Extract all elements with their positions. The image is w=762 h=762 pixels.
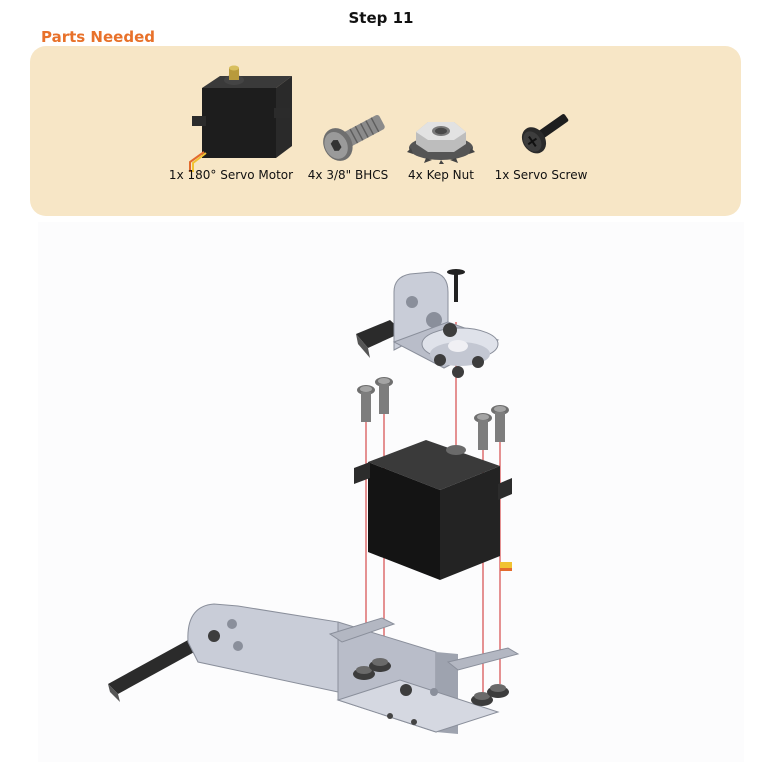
servo-motor-body-icon — [354, 440, 512, 580]
parts-needed-panel: 1x 180° Servo Motor 4x 3/8" BHCS — [30, 46, 741, 216]
servo-screw-top-icon — [447, 269, 465, 302]
part-servo-motor-label: 1x 180° Servo Motor — [168, 168, 294, 182]
bhcs-screws-top-icon — [357, 377, 509, 450]
servo-screw-icon — [521, 114, 569, 154]
bhcs-screw-icon — [323, 115, 385, 161]
bottom-bracket-icon — [108, 603, 520, 734]
part-servo-screw-label: 1x Servo Screw — [494, 168, 588, 182]
part-bhcs-label: 4x 3/8" BHCS — [307, 168, 389, 182]
top-bracket-icon — [356, 271, 500, 378]
step-title: Step 11 — [348, 9, 414, 27]
parts-needed-heading: Parts Needed — [41, 28, 155, 46]
assembly-diagram — [38, 222, 744, 762]
kep-nut-icon — [407, 122, 475, 164]
part-kep-nut-label: 4x Kep Nut — [408, 168, 474, 182]
kep-nuts-icon — [353, 658, 509, 706]
servo-motor-icon — [189, 65, 292, 172]
